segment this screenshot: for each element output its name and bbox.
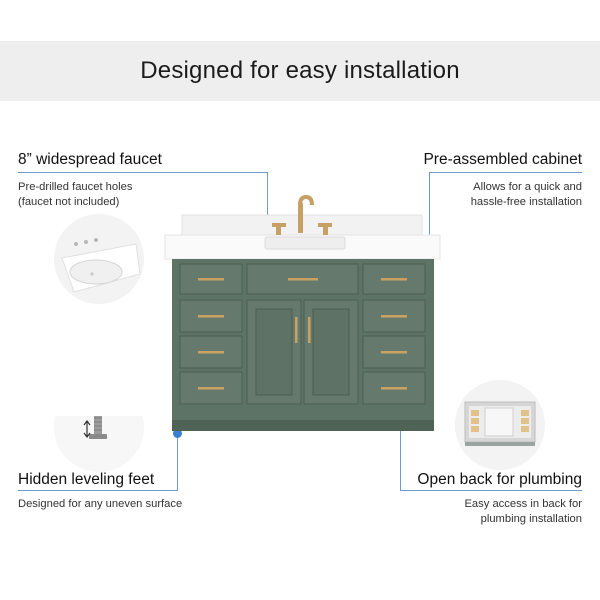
feet-feature-desc: Designed for any uneven surface <box>18 497 182 512</box>
feet-feature-title: Hidden leveling feet <box>18 471 155 488</box>
cabinet-leader-drop <box>429 172 430 266</box>
faucet-feature-desc: Pre-drilled faucet holes (faucet not inc… <box>18 180 132 209</box>
back-feature-title: Open back for plumbing <box>417 471 582 488</box>
back-leader-drop <box>400 372 401 491</box>
cabinet-leader-line <box>429 172 582 173</box>
cabinet-back-icon <box>455 380 545 470</box>
banner: Designed for easy installation <box>0 41 600 101</box>
back-leader-line <box>400 490 582 491</box>
feet-leader-line <box>18 490 178 491</box>
faucet-desc-line1: Pre-drilled faucet holes <box>18 181 133 193</box>
banner-title: Designed for easy installation <box>140 57 460 84</box>
faucet-leader-drop <box>267 172 268 233</box>
feet-marker-dot <box>173 429 182 438</box>
faucet-desc-line2: (faucet not included) <box>18 195 120 208</box>
cabinet-desc-line1: Allows for a quick and <box>473 181 582 193</box>
feet-desc-line1: Designed for any uneven surface <box>18 498 183 510</box>
cabinet-feature-desc: Allows for a quick and hassle-free insta… <box>471 180 582 209</box>
cabinet-feature-title: Pre-assembled cabinet <box>423 151 582 168</box>
faucet-leader-line <box>18 172 268 173</box>
back-desc-line2: plumbing installation <box>480 512 582 525</box>
feet-leader-drop <box>177 433 178 491</box>
back-feature-desc: Easy access in back for plumbing install… <box>464 497 582 526</box>
faucet-feature-title: 8” widespread faucet <box>18 151 162 168</box>
cabinet-desc-line2: hassle-free installation <box>470 195 582 208</box>
leveling-foot-icon <box>54 382 144 472</box>
sink-basin-icon <box>54 214 144 304</box>
vanity-cabinet-image <box>160 195 445 440</box>
back-desc-line1: Easy access in back for <box>464 498 582 510</box>
